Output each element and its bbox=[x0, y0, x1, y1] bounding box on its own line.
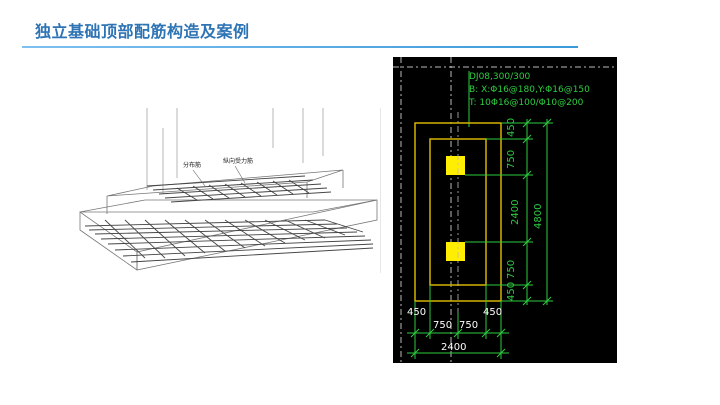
dim-450-right: 450 bbox=[483, 307, 502, 318]
dim-750-a: 750 bbox=[433, 320, 452, 331]
dim-2400-horizontal: 2400 bbox=[441, 342, 466, 353]
dim-450-bottom: 450 bbox=[506, 282, 517, 301]
dim-750-bottom: 750 bbox=[506, 260, 517, 279]
footing-3d-sketch: 分布筋 纵向受力筋 bbox=[75, 108, 381, 273]
cad-right-dimension-labels: 450 750 2400 750 450 4800 bbox=[506, 118, 544, 301]
label-longitudinal-rebar: 纵向受力筋 bbox=[223, 157, 253, 165]
dim-750-top: 750 bbox=[506, 150, 517, 169]
sketch-vertical-guides bbox=[146, 108, 324, 194]
dim-450-top: 450 bbox=[506, 118, 517, 137]
slide-title: 独立基础顶部配筋构造及案例 bbox=[35, 22, 250, 41]
label-leaders bbox=[192, 165, 246, 187]
cad-spec-line1: DJ08,300/300 bbox=[469, 72, 531, 82]
dim-4800-vertical: 4800 bbox=[533, 204, 544, 229]
cad-right-dimensions bbox=[465, 118, 553, 306]
top-rebar-mesh bbox=[146, 175, 332, 203]
title-underline bbox=[22, 46, 578, 48]
column-bottom bbox=[446, 242, 465, 261]
bottom-rebar-grid bbox=[84, 219, 374, 263]
cad-plan-drawing: DJ08,300/300 B: X:Φ16@180,Y:Φ16@150 T: 1… bbox=[393, 57, 617, 363]
cad-bottom-dimensions bbox=[407, 285, 509, 359]
cad-bottom-dimension-labels: 450 750 750 450 2400 bbox=[407, 307, 502, 353]
dim-450-left: 450 bbox=[407, 307, 426, 318]
dim-2400-vertical: 2400 bbox=[510, 200, 521, 225]
cad-plan-svg: DJ08,300/300 B: X:Φ16@180,Y:Φ16@150 T: 1… bbox=[393, 57, 617, 363]
cad-centerlines bbox=[393, 57, 617, 363]
label-distribution-rebar: 分布筋 bbox=[183, 161, 201, 169]
footing-sketch-drawing: 分布筋 纵向受力筋 bbox=[79, 108, 378, 271]
cad-spec-line3: T: 10Φ16@100/Φ10@200 bbox=[468, 98, 584, 108]
cad-spec-line2: B: X:Φ16@180,Y:Φ16@150 bbox=[469, 85, 590, 95]
dim-750-b: 750 bbox=[459, 320, 478, 331]
column-top bbox=[446, 156, 465, 175]
